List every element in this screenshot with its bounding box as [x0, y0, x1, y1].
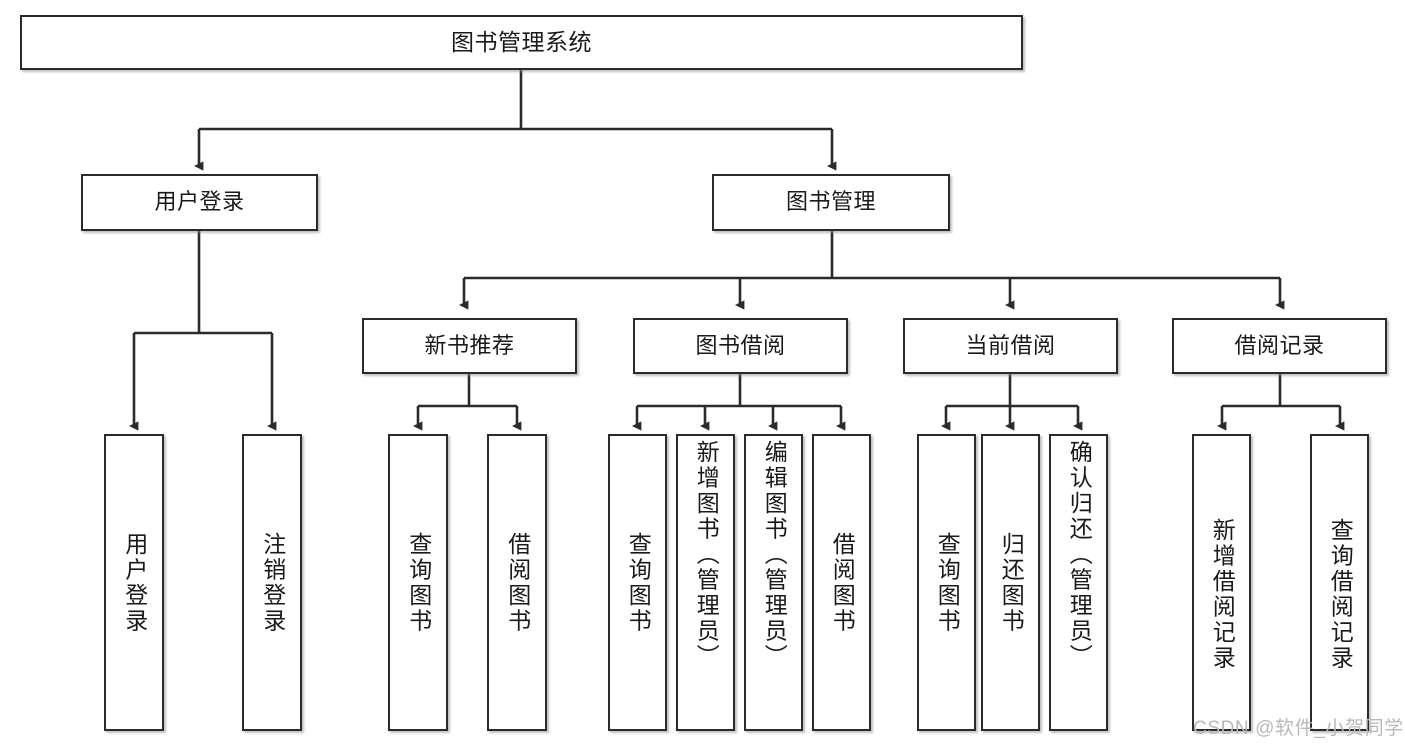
node-label: 借阅图书 — [829, 532, 856, 634]
node-label: 图书管理 — [785, 189, 876, 215]
node-label: 查询图书 — [934, 532, 961, 634]
node-label: 归还图书 — [998, 532, 1025, 634]
node-borrow-record[interactable]: 借阅记录 — [1172, 318, 1387, 374]
node-label: 图书管理系统 — [451, 29, 592, 56]
node-label: 用户登录 — [154, 189, 245, 215]
leaf-borrow-query-book[interactable]: 查询图书 — [608, 434, 667, 731]
node-book-borrow[interactable]: 图书借阅 — [633, 318, 848, 374]
node-book-management[interactable]: 图书管理 — [712, 174, 950, 231]
leaf-borrow-add-book-admin[interactable]: 新增图书（管理员） — [676, 434, 735, 731]
node-label: 新书推荐 — [424, 332, 515, 358]
node-label: 注销登录 — [259, 532, 286, 634]
leaf-record-add-record[interactable]: 新增借阅记录 — [1192, 434, 1251, 731]
node-label: 借阅图书 — [504, 532, 531, 634]
node-label: 用户登录 — [121, 532, 148, 634]
node-user-login[interactable]: 用户登录 — [81, 174, 318, 231]
leaf-current-confirm-return-admin[interactable]: 确认归还（管理员） — [1049, 434, 1108, 731]
node-current-borrow[interactable]: 当前借阅 — [903, 318, 1118, 374]
leaf-current-return-book[interactable]: 归还图书 — [981, 434, 1040, 731]
leaf-user-login-logout[interactable]: 注销登录 — [242, 434, 302, 731]
node-label: 编辑图书（管理员） — [761, 440, 788, 670]
watermark: CSDN @软件_小贺同学 — [1193, 718, 1404, 739]
leaf-user-login-login[interactable]: 用户登录 — [104, 434, 164, 731]
node-label: 借阅记录 — [1234, 332, 1325, 358]
node-label: 新增图书（管理员） — [693, 440, 720, 670]
leaf-current-query-book[interactable]: 查询图书 — [917, 434, 976, 731]
node-label: 查询图书 — [625, 532, 652, 634]
node-label: 查询图书 — [405, 532, 432, 634]
leaf-borrow-edit-book-admin[interactable]: 编辑图书（管理员） — [744, 434, 803, 731]
leaf-borrow-borrow-book[interactable]: 借阅图书 — [812, 434, 871, 731]
node-new-book-recommend[interactable]: 新书推荐 — [362, 318, 577, 374]
node-label: 新增借阅记录 — [1209, 518, 1236, 671]
node-label: 查询借阅记录 — [1327, 518, 1354, 671]
node-root-system[interactable]: 图书管理系统 — [20, 15, 1023, 70]
leaf-recommend-borrow-book[interactable]: 借阅图书 — [487, 434, 547, 731]
node-label: 确认归还（管理员） — [1066, 440, 1093, 670]
leaf-recommend-query-book[interactable]: 查询图书 — [388, 434, 448, 731]
node-label: 当前借阅 — [965, 332, 1056, 358]
leaf-record-query-record[interactable]: 查询借阅记录 — [1310, 434, 1369, 731]
node-label: 图书借阅 — [695, 332, 786, 358]
